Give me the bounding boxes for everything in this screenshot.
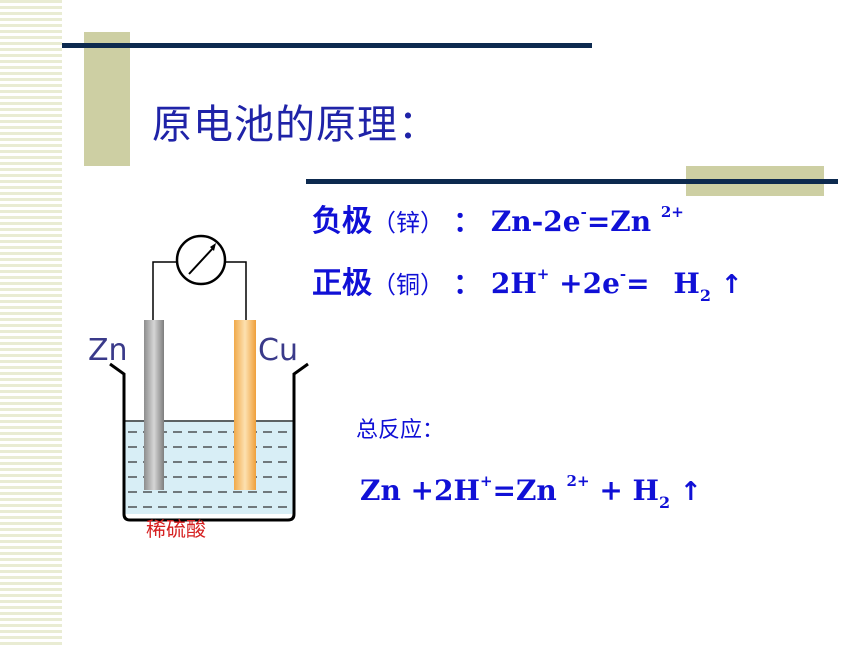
negative-eq-sup2: 2+ bbox=[660, 203, 684, 221]
positive-eq-sup2: - bbox=[619, 265, 627, 283]
total-eq-sup2: 2+ bbox=[566, 472, 590, 490]
negative-material: （锌） bbox=[372, 209, 444, 237]
zinc-label: Zn bbox=[88, 333, 128, 368]
positive-equation: ： 2H+ +2e-= H2 ↑ bbox=[453, 265, 743, 305]
total-eq-b: =Zn bbox=[492, 474, 557, 507]
negative-equation: ： Zn-2e-=Zn 2+ bbox=[453, 203, 684, 238]
decorative-top-rule bbox=[62, 43, 592, 48]
negative-eq-sup1: - bbox=[580, 203, 587, 221]
positive-eq-h: H bbox=[673, 267, 700, 300]
galvanometer-needle-tip bbox=[210, 243, 216, 251]
gas-arrow-icon: ↑ bbox=[679, 477, 702, 507]
positive-colon: ： bbox=[453, 267, 482, 300]
decorative-mid-rule bbox=[306, 179, 838, 184]
positive-eq-rest: = bbox=[626, 267, 650, 300]
positive-eq-sub: 2 bbox=[699, 286, 711, 305]
negative-eq-main: Zn-2e bbox=[490, 205, 581, 238]
decorative-left-stripe bbox=[0, 0, 62, 645]
right-wire bbox=[226, 261, 247, 340]
negative-colon: ： bbox=[453, 205, 482, 238]
negative-electrode-line: 负极（锌） ： Zn-2e-=Zn 2+ bbox=[312, 196, 684, 240]
decorative-olive-block-top bbox=[84, 32, 130, 166]
galvanic-cell-diagram: Zn Cu 稀硫酸 bbox=[88, 234, 309, 541]
galvanometer-needle bbox=[188, 246, 215, 275]
negative-label: 负极 bbox=[312, 204, 372, 239]
copper-electrode bbox=[234, 320, 256, 490]
gas-arrow-icon: ↑ bbox=[720, 270, 743, 300]
beaker bbox=[109, 362, 309, 522]
left-wire bbox=[152, 261, 176, 340]
total-eq-sub: 2 bbox=[658, 493, 671, 512]
total-eq-sup1: + bbox=[479, 472, 493, 490]
page-title: 原电池的原理： bbox=[152, 102, 439, 148]
acid-label: 稀硫酸 bbox=[146, 517, 206, 541]
negative-eq-rest: =Zn bbox=[586, 205, 652, 238]
positive-material: （铜） bbox=[372, 271, 444, 299]
positive-electrode-line: 正极（铜） ： 2H+ +2e-= H2 ↑ bbox=[312, 258, 743, 305]
positive-eq-main: 2H bbox=[490, 267, 537, 300]
total-reaction-equation: Zn +2H+=Zn 2+ + H2 ↑ bbox=[360, 472, 702, 512]
positive-label: 正极 bbox=[312, 266, 372, 301]
total-eq-a: Zn +2H bbox=[360, 474, 480, 507]
total-eq-c: + H bbox=[599, 474, 659, 507]
total-reaction-label: 总反应： bbox=[356, 418, 445, 443]
copper-label: Cu bbox=[258, 333, 298, 368]
positive-eq-mid: +2e bbox=[559, 267, 620, 300]
positive-eq-sup1: + bbox=[536, 265, 550, 283]
liquid-dashes bbox=[128, 431, 292, 508]
zinc-electrode bbox=[144, 320, 164, 490]
